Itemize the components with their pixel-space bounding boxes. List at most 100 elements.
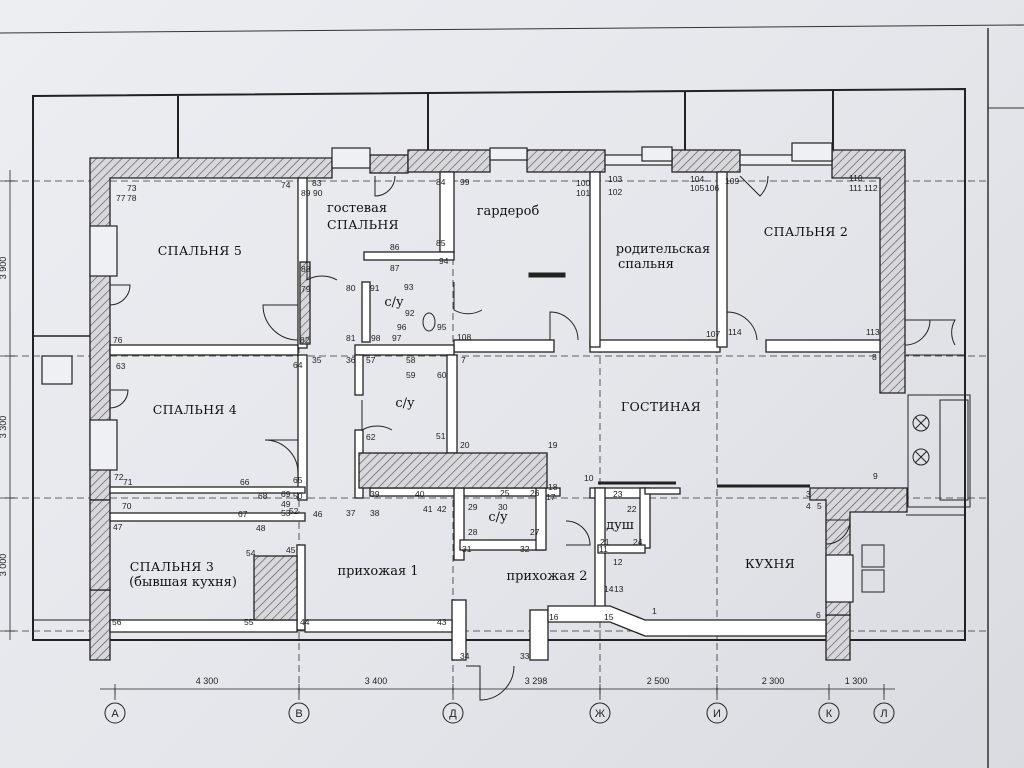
point-number: 83 (312, 178, 322, 188)
point-number: 60 (437, 370, 447, 380)
point-number: 72 (114, 472, 124, 482)
room-bedroom5: СПАЛЬНЯ 5 (158, 243, 242, 258)
point-number: 95 (437, 322, 447, 332)
axis-label-d: Д (449, 708, 457, 720)
dim-left-bottom: 3 000 (0, 554, 8, 577)
point-number: 31 (462, 544, 472, 554)
point-number: 84 (436, 177, 446, 187)
point-number: 105 (690, 183, 704, 193)
point-number: 68 (258, 491, 268, 501)
point-number: 14 (604, 584, 614, 594)
point-number: 101 (576, 188, 590, 198)
point-number: 73 (127, 183, 137, 193)
point-number: 102 (608, 187, 622, 197)
point-number: 50 (293, 491, 303, 501)
room-bedroom3-line1: СПАЛЬНЯ 3 (130, 559, 214, 574)
point-number: 96 (397, 322, 407, 332)
point-number: 56 (112, 617, 122, 627)
point-number: 98 (371, 333, 381, 343)
windows (41, 142, 854, 603)
point-number: 52 (289, 506, 299, 516)
point-number: 16 (549, 612, 559, 622)
axis-label-i: И (713, 708, 721, 720)
point-number: 26 (530, 488, 540, 498)
point-number: 33 (520, 651, 530, 661)
point-number: 7 (461, 355, 466, 365)
hatched-blocks (253, 261, 548, 621)
bottom-dimension-chain (100, 684, 895, 700)
point-number: 36 (346, 355, 356, 365)
point-number: 78 (127, 193, 137, 203)
room-parents-line1: родительская (616, 242, 710, 257)
point-number: 11 (599, 544, 608, 554)
point-number: 110 (849, 173, 863, 183)
room-wc-mid: с/у (395, 396, 415, 411)
interior-walls (109, 171, 881, 661)
point-number: 114 (728, 327, 742, 337)
site-outline (32, 87, 966, 641)
point-number: 109 (725, 176, 739, 186)
point-number: 17 (546, 492, 556, 502)
left-dimension-chain (5, 170, 15, 640)
sheet-frame (0, 24, 1024, 768)
room-shower: душ (606, 518, 634, 533)
point-number: 77 (116, 193, 126, 203)
room-guest-line2: СПАЛЬНЯ (327, 217, 399, 232)
room-guest-line1: гостевая (327, 201, 387, 216)
point-number: 20 (460, 440, 470, 450)
point-number: 19 (548, 440, 558, 450)
point-number: 113 (866, 327, 880, 337)
point-number: 51 (436, 431, 446, 441)
point-number: 82 (300, 335, 310, 345)
axis-label-zh: Ж (595, 708, 605, 720)
point-number: 29 (468, 502, 478, 512)
point-number: 46 (313, 509, 323, 519)
room-wc-low: с/у (488, 510, 508, 525)
point-number: 91 (370, 283, 380, 293)
point-number: 108 (457, 332, 471, 342)
point-number: 62 (366, 432, 376, 442)
point-number: 35 (312, 355, 322, 365)
point-number: 47 (113, 522, 123, 532)
point-number: 53 (281, 508, 291, 518)
point-number: 104 (690, 174, 704, 184)
point-number: 93 (404, 282, 414, 292)
point-number: 48 (256, 523, 266, 533)
point-number: 38 (370, 508, 380, 518)
point-number: 10 (584, 473, 594, 483)
room-bedroom4: СПАЛЬНЯ 4 (153, 402, 237, 417)
point-number: 67 (238, 509, 248, 519)
point-number: 90 (313, 188, 323, 198)
point-number: 55 (244, 617, 254, 627)
point-number: 8 (872, 352, 877, 362)
point-number: 30 (498, 502, 508, 512)
point-number: 23 (613, 489, 623, 499)
room-living: ГОСТИНАЯ (621, 399, 701, 414)
point-number: 59 (406, 370, 416, 380)
point-number: 79 (301, 284, 311, 294)
point-number: 80 (346, 283, 356, 293)
point-number: 58 (406, 355, 416, 365)
point-numbers: 73 77 78 74 89 83 90 84 99 100 101 103 1… (112, 173, 880, 661)
point-number: 87 (390, 263, 400, 273)
point-number: 89 (301, 188, 311, 198)
point-number: 15 (604, 612, 614, 622)
room-wc-small: с/у (384, 295, 404, 310)
point-number: 6 (816, 610, 821, 620)
point-number: 45 (286, 545, 296, 555)
point-number: 86 (390, 242, 400, 252)
axis-label-v: В (295, 708, 302, 720)
point-number: 27 (530, 527, 540, 537)
fixtures (422, 272, 971, 593)
point-number: 4 (806, 501, 811, 511)
point-number: 22 (627, 504, 637, 514)
room-parents-line2: спальня (618, 257, 674, 272)
point-number: 100 (576, 178, 590, 188)
point-number: 111 (849, 183, 862, 193)
point-number: 107 (706, 329, 720, 339)
dim-bottom-6: 1 300 (845, 676, 868, 686)
dim-bottom-5: 2 300 (762, 676, 785, 686)
point-number: 18 (548, 482, 558, 492)
